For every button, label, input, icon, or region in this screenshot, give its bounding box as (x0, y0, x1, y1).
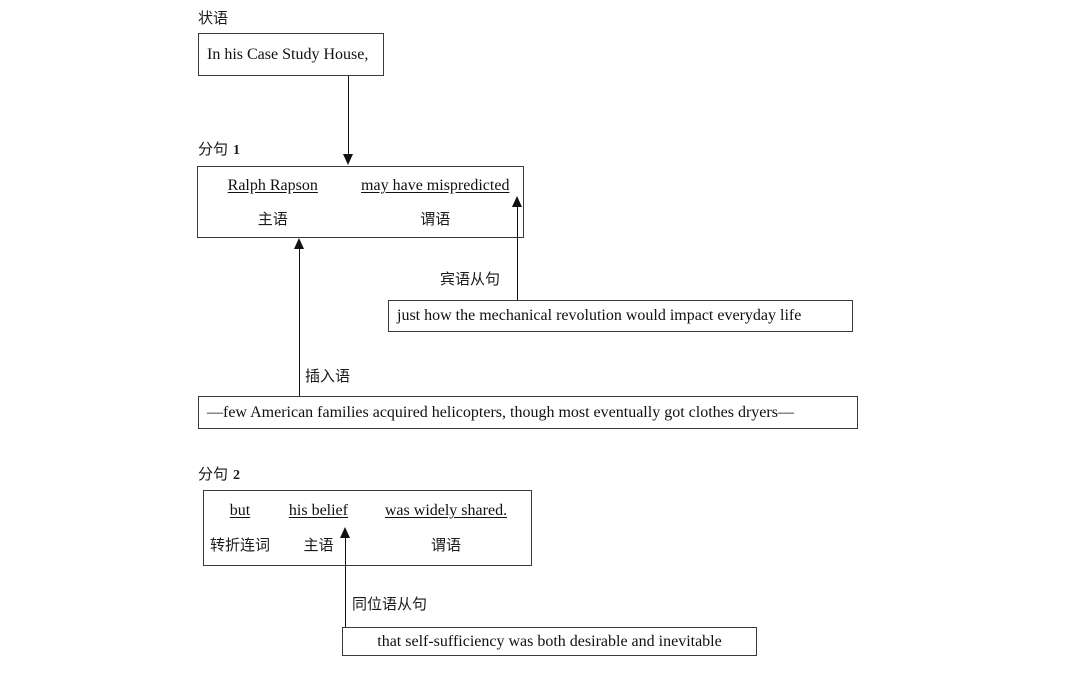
connector-object-to-clause1-line (517, 207, 518, 300)
section-label-adverbial: 状语 (198, 11, 229, 27)
clause2-chinese-row: 转折连词 主语 谓语 (204, 534, 531, 555)
clause1-subject-cn: 主语 (257, 212, 288, 228)
connector-parenthetical-to-clause1-arrowhead (294, 238, 304, 249)
clause1-subject-en: Ralph Rapson (227, 177, 318, 194)
section-label-clause2-text: 分句 (198, 467, 229, 483)
clause1-chinese-row: 主语 谓语 (198, 208, 523, 229)
section-label-clause2-number: 2 (233, 468, 241, 483)
clause2-predicate-cn: 谓语 (430, 538, 461, 554)
section-label-clause1-text: 分句 (198, 142, 229, 158)
connector-appositive-to-clause2-arrowhead (340, 527, 350, 538)
adverbial-box-text: In his Case Study House, (207, 45, 369, 63)
connector-label-appositive: 同位语从句 (352, 597, 428, 613)
clause1-predicate-en: may have mispredicted (361, 177, 510, 194)
clause2-subject-en: his belief (288, 502, 348, 519)
appositive-clause-box-text: that self-sufficiency was both desirable… (377, 632, 722, 650)
object-clause-box-text: just how the mechanical revolution would… (397, 307, 802, 324)
section-label-clause1-number: 1 (233, 143, 241, 158)
parenthetical-box-text: —few American families acquired helicopt… (207, 403, 794, 421)
connector-parenthetical-to-clause1-line (299, 249, 300, 396)
appositive-clause-box: that self-sufficiency was both desirable… (342, 627, 757, 656)
parenthetical-box: —few American families acquired helicopt… (198, 396, 858, 429)
clause2-english-row: but his belief was widely shared. (204, 502, 531, 520)
clause2-conjunction-cn: 转折连词 (209, 538, 270, 554)
connector-object-to-clause1-arrowhead (512, 196, 522, 207)
connector-adverbial-to-clause1-line (348, 76, 349, 155)
connector-label-object-clause: 宾语从句 (440, 272, 501, 288)
object-clause-box: just how the mechanical revolution would… (388, 300, 853, 332)
clause2-predicate-en: was widely shared. (384, 502, 508, 519)
clause2-subject-cn: 主语 (303, 538, 334, 554)
clause1-english-row: Ralph Rapson may have mispredicted (198, 177, 523, 195)
connector-appositive-to-clause2-line (345, 538, 346, 628)
section-label-clause2: 分句 2 (198, 468, 240, 483)
connector-label-parenthetical: 插入语 (305, 369, 351, 385)
clause2-box: but his belief was widely shared. 转折连词 主… (203, 490, 532, 566)
clause2-conjunction-en: but (229, 502, 251, 519)
adverbial-box: In his Case Study House, (198, 33, 384, 76)
clause1-box: Ralph Rapson may have mispredicted 主语 谓语 (197, 166, 524, 238)
connector-adverbial-to-clause1-arrowhead (343, 154, 353, 165)
section-label-clause1: 分句 1 (198, 143, 240, 158)
clause1-predicate-cn: 谓语 (420, 212, 451, 228)
